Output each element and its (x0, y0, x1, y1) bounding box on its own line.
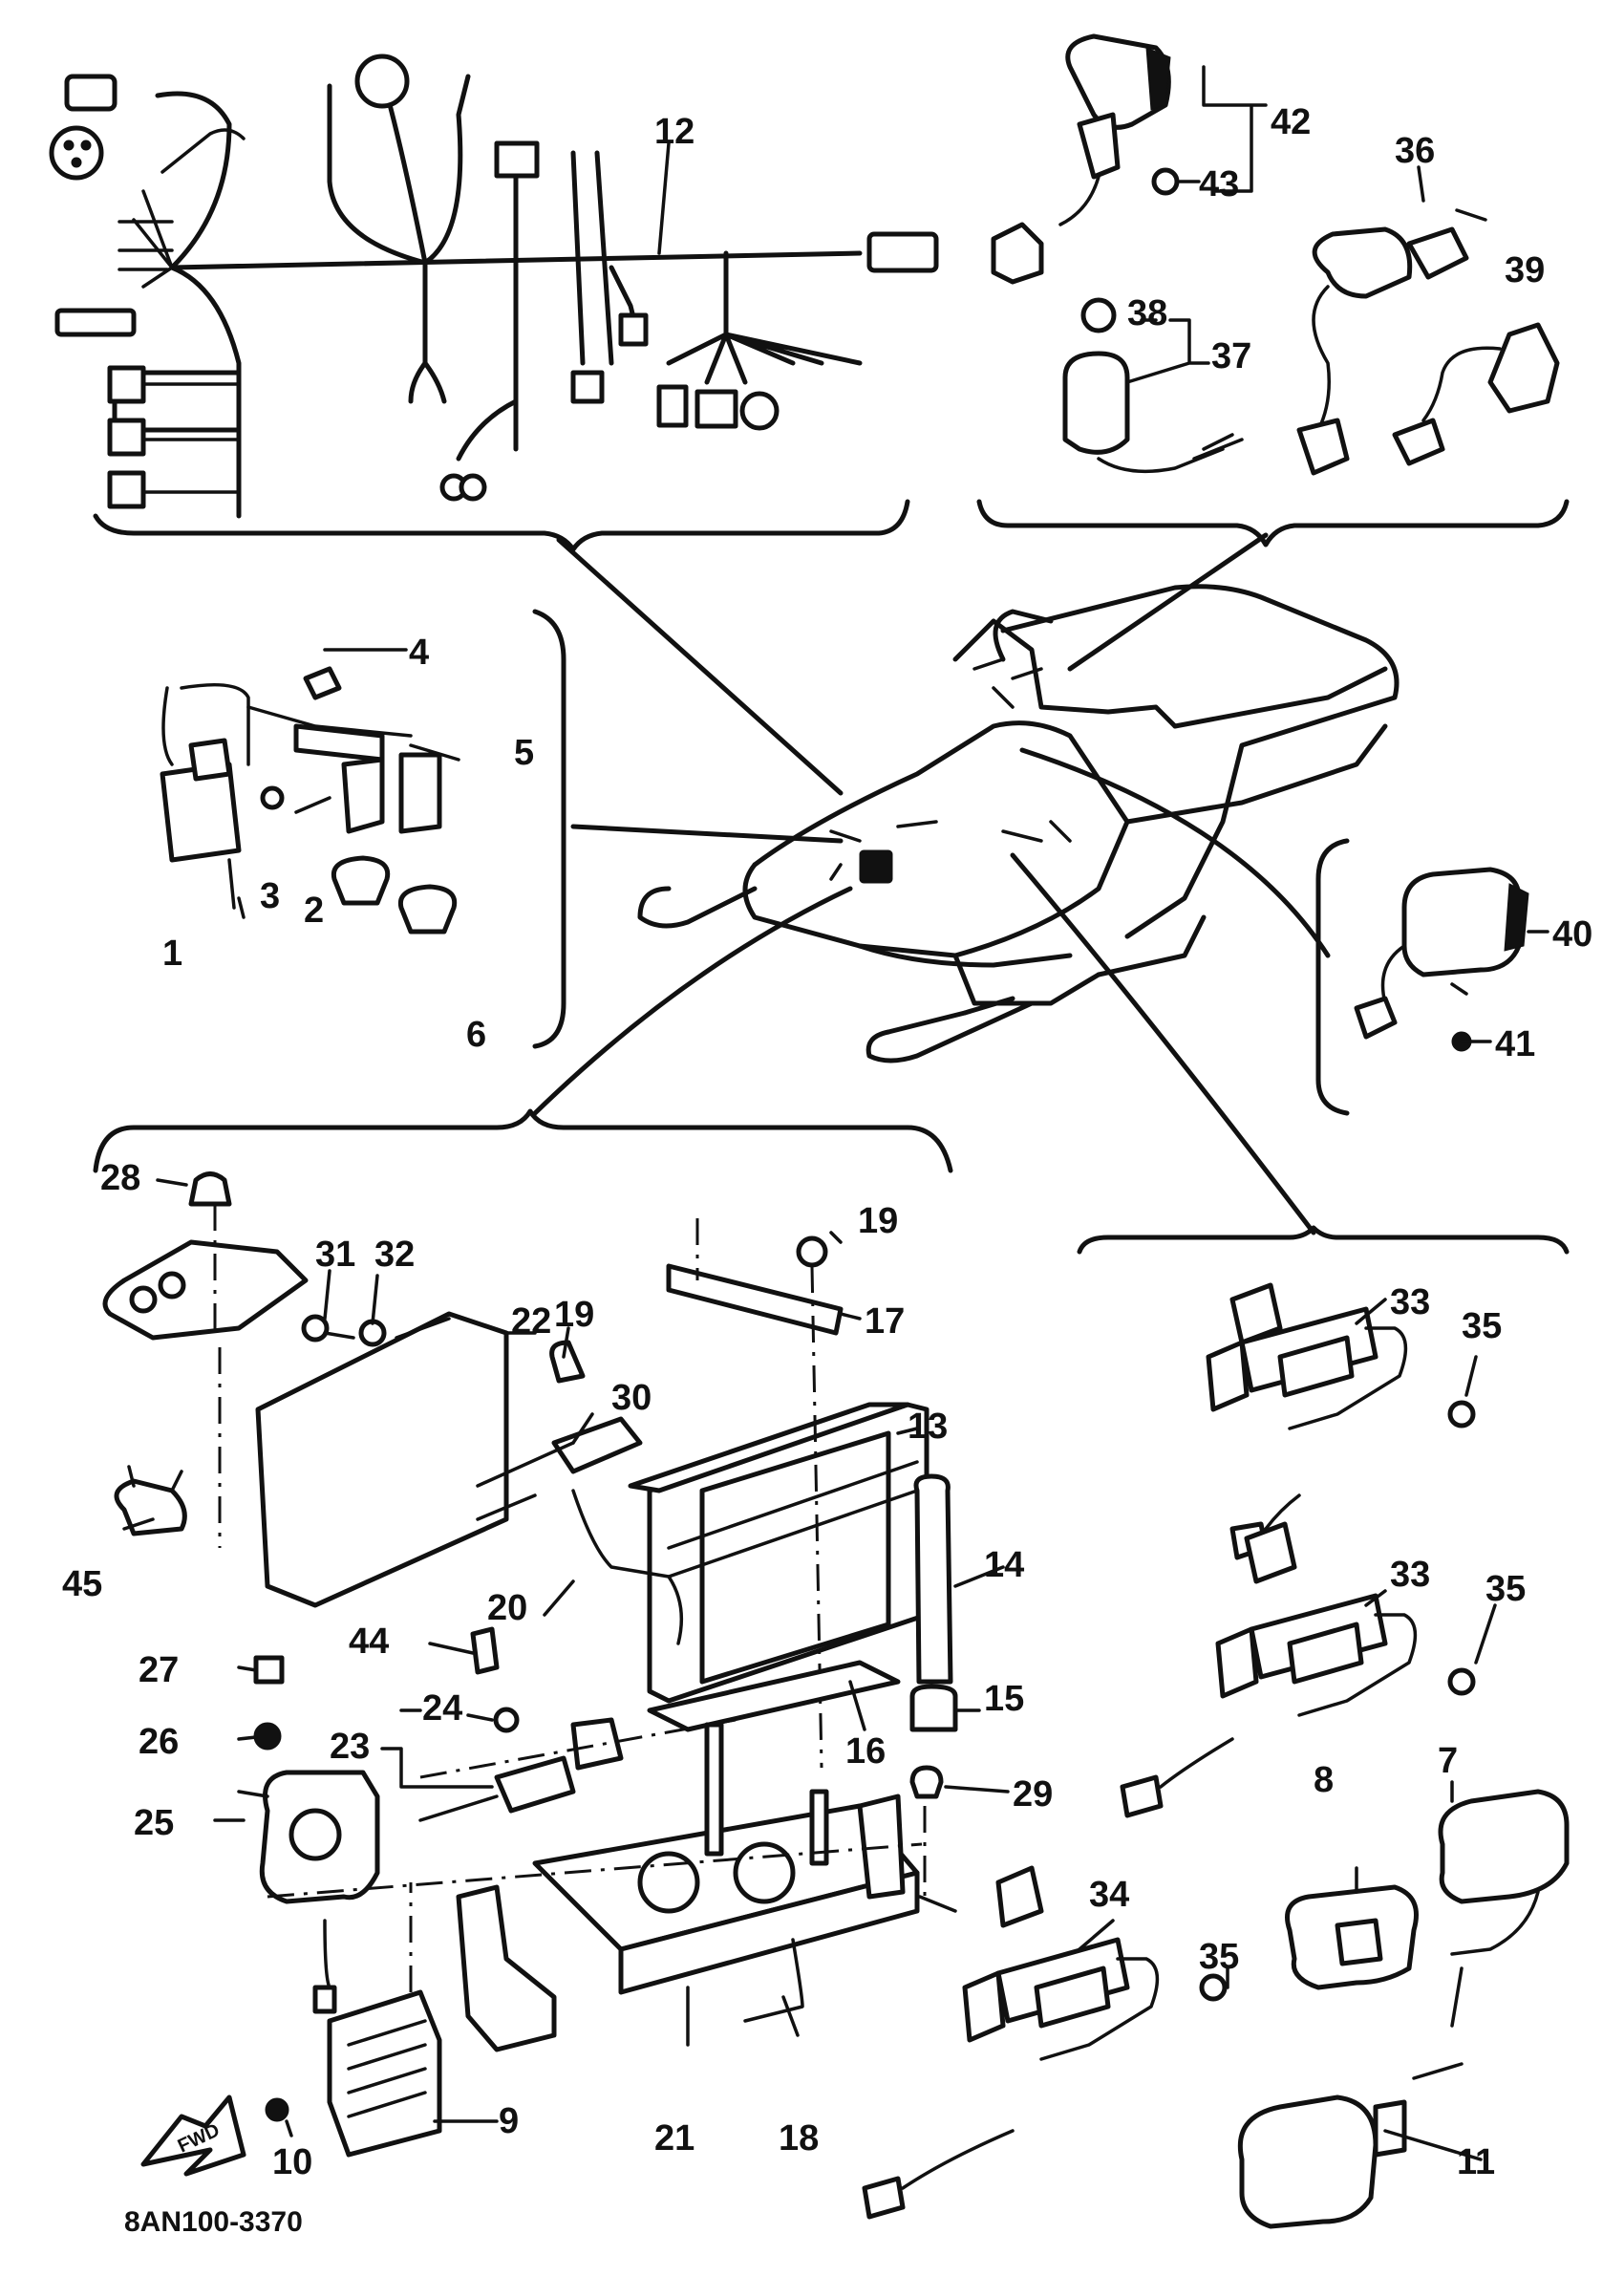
rectifier-group (1354, 867, 1529, 1052)
relay-middle (1120, 1521, 1476, 1818)
callout-7: 7 (1438, 1741, 1458, 1781)
callout-14: 14 (984, 1545, 1024, 1585)
callout-38: 38 (1127, 293, 1167, 333)
electrical-box-assembly (102, 1171, 958, 2158)
callout-18: 18 (779, 2118, 819, 2159)
sensor-group (1237, 1789, 1570, 2229)
callout-27: 27 (139, 1650, 179, 1690)
callout-39: 39 (1505, 250, 1545, 290)
callout-25: 25 (134, 1803, 174, 1843)
callout-3: 3 (260, 876, 280, 916)
callout-35b: 35 (1485, 1569, 1526, 1609)
callout-2: 2 (304, 891, 324, 931)
wire-harness (49, 54, 939, 519)
callout-11: 11 (1457, 2142, 1495, 2182)
callout-leaders (122, 65, 1549, 2161)
callout-26: 26 (139, 1722, 179, 1762)
callout-15: 15 (984, 1679, 1024, 1719)
callout-33: 33 (1390, 1282, 1430, 1322)
callout-30: 30 (611, 1378, 652, 1418)
callout-35c: 35 (1199, 1937, 1239, 1977)
relay-group (862, 1282, 1476, 2220)
section-leader-lines (532, 532, 1331, 1235)
callout-45: 45 (62, 1564, 102, 1604)
relay-upper (1206, 1282, 1476, 1560)
section-brackets (93, 499, 1570, 1255)
callout-32: 32 (374, 1235, 415, 1275)
callout-17: 17 (865, 1301, 905, 1342)
callout-16: 16 (845, 1731, 886, 1772)
callout-37: 37 (1211, 336, 1251, 376)
callout-35: 35 (1462, 1306, 1502, 1346)
callout-19b: 19 (554, 1295, 594, 1335)
callout-24: 24 (422, 1688, 462, 1729)
callout-33b: 33 (1390, 1555, 1430, 1595)
callout-34: 34 (1089, 1875, 1129, 1915)
ignition-coil-group (160, 666, 458, 934)
relay-lower (862, 1865, 1228, 2220)
callout-4: 4 (409, 633, 429, 673)
callout-8: 8 (1314, 1760, 1334, 1800)
callout-13: 13 (908, 1407, 948, 1447)
snowmobile-outline (637, 584, 1400, 1063)
callout-41: 41 (1495, 1024, 1535, 1064)
forward-arrow: FWD (140, 2094, 246, 2177)
callout-19: 19 (858, 1201, 898, 1241)
callout-23: 23 (330, 1727, 370, 1767)
callout-40: 40 (1552, 914, 1592, 955)
callout-21: 21 (654, 2118, 694, 2159)
callout-12: 12 (654, 112, 694, 152)
callout-31: 31 (315, 1235, 355, 1275)
callout-6: 6 (466, 1015, 486, 1055)
callout-22: 22 (511, 1301, 551, 1342)
callout-10: 10 (272, 2142, 312, 2182)
drawing-number: 8AN100-3370 (124, 2206, 303, 2238)
callout-9: 9 (499, 2101, 519, 2141)
callout-labels: 1 2 3 4 5 6 7 8 9 10 11 12 13 14 15 16 1… (62, 102, 1592, 2182)
switch-group (991, 33, 1560, 476)
callout-44: 44 (349, 1622, 389, 1662)
callout-20: 20 (487, 1588, 527, 1628)
callout-43: 43 (1199, 164, 1239, 204)
callout-29: 29 (1013, 1774, 1053, 1815)
callout-5: 5 (514, 733, 534, 773)
callout-36: 36 (1395, 131, 1435, 171)
callout-1: 1 (162, 934, 182, 974)
callout-42: 42 (1271, 102, 1311, 142)
callout-28: 28 (100, 1158, 140, 1198)
